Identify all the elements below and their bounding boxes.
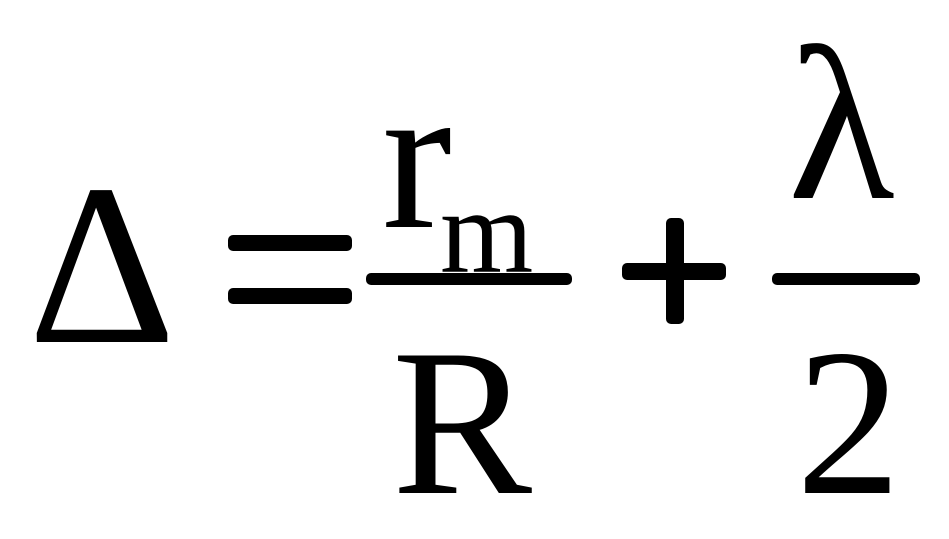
plus-sign-vertical: [666, 218, 684, 324]
equation: Δ r m R λ 2: [28, 2, 920, 539]
equals-sign-bottom-bar: [228, 288, 352, 304]
subscript-m: m: [440, 165, 534, 298]
denominator-2: 2: [796, 307, 901, 539]
delta-symbol: Δ: [28, 137, 176, 392]
fraction-bar-2: [772, 273, 920, 285]
fraction-bar-1: [366, 273, 572, 285]
equals-sign-top-bar: [228, 235, 352, 251]
numerator-r: r: [382, 41, 452, 273]
numerator-lambda: λ: [788, 2, 895, 246]
denominator-R: R: [392, 307, 533, 539]
